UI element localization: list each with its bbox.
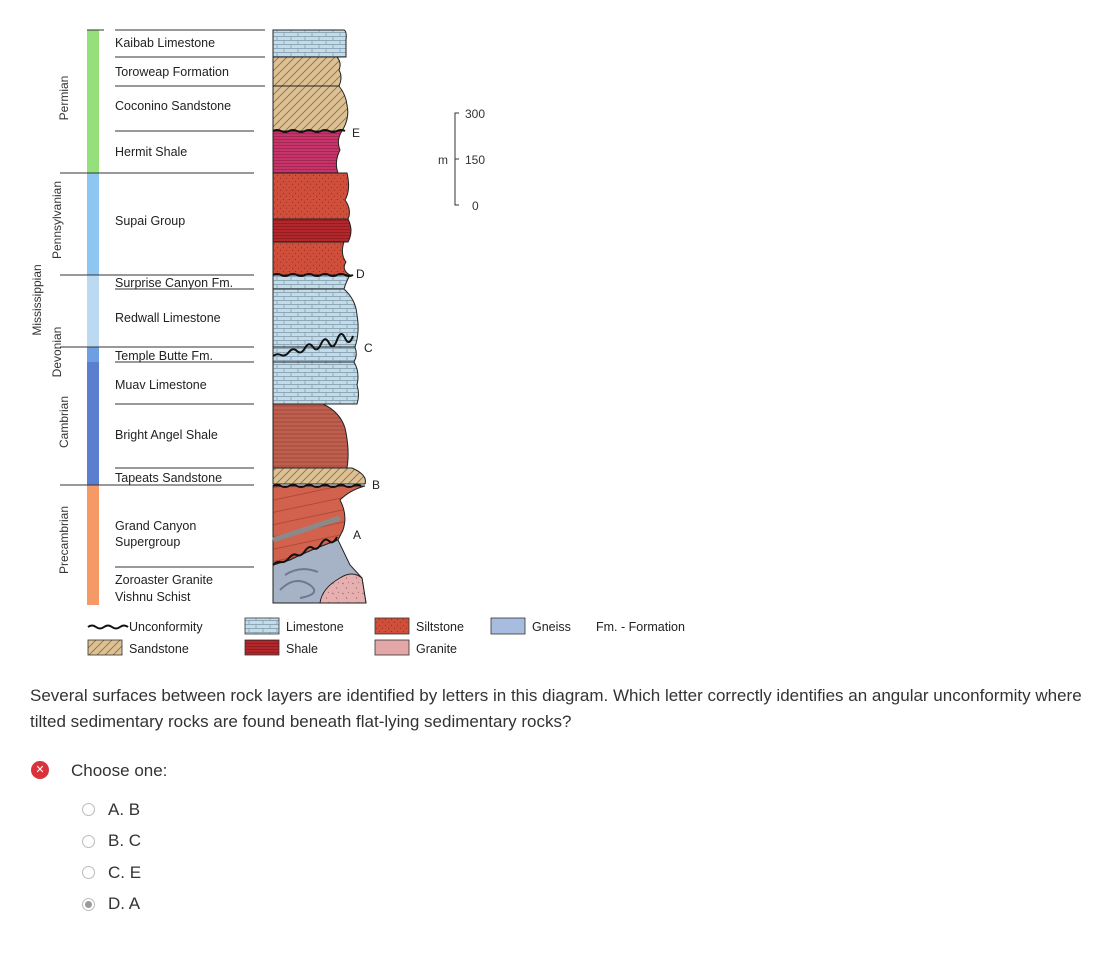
- formation-label-coconino: Coconino Sandstone: [115, 99, 231, 113]
- formation-label-kaibab: Kaibab Limestone: [115, 36, 215, 50]
- legend-siltstone-label: Siltstone: [416, 620, 464, 634]
- period-label-cambrian: Cambrian: [57, 396, 71, 448]
- layer-tapeats-sandstone: [272, 467, 366, 485]
- legend-limestone-swatch: [244, 617, 280, 635]
- layer-hermit-shale: [272, 130, 343, 174]
- radio-button[interactable]: [82, 897, 95, 911]
- layer-muav-limestone: [272, 361, 359, 405]
- radio-button[interactable]: [82, 866, 95, 880]
- legend-shale-swatch: [244, 639, 280, 656]
- scale-label-0: 0: [472, 199, 479, 213]
- layer-surprise-canyon: [272, 274, 351, 290]
- legend-granite-swatch: [374, 639, 410, 656]
- legend-gneiss-label: Gneiss: [532, 620, 571, 634]
- scale-unit: m: [438, 153, 448, 167]
- answer-option-c[interactable]: C. E: [82, 857, 141, 889]
- formation-label-redwall: Redwall Limestone: [115, 311, 221, 325]
- period-label-pennsylvanian: Pennsylvanian: [50, 181, 64, 259]
- period-bar-devonian: [87, 347, 99, 362]
- answer-options: A. B B. C C. E D. A: [82, 794, 141, 920]
- answer-option-label: D. A: [108, 894, 141, 914]
- x-circle-icon: ✕: [31, 761, 49, 779]
- legend-fm-note: Fm. - Formation: [596, 620, 685, 634]
- gneiss-swirl: [279, 568, 319, 599]
- formation-label-bright-angel: Bright Angel Shale: [115, 428, 218, 442]
- column-unconformities: [272, 129, 362, 566]
- formation-label-tapeats: Tapeats Sandstone: [115, 471, 222, 485]
- surface-letter-b: B: [372, 478, 380, 492]
- layer-redwall-limestone: [272, 288, 359, 348]
- legend-sandstone-swatch: [87, 639, 123, 656]
- radio-button[interactable]: [82, 834, 95, 848]
- surface-letter-c: C: [364, 341, 373, 355]
- formation-label-hermit: Hermit Shale: [115, 145, 187, 159]
- formation-label-temple-butte: Temple Butte Fm.: [115, 349, 213, 363]
- period-bar-pennsylvanian: [87, 173, 99, 275]
- period-label-devonian: Devonian: [50, 327, 64, 378]
- legend-shale-label: Shale: [286, 642, 318, 656]
- period-label-precambrian: Precambrian: [57, 506, 71, 574]
- radio-button[interactable]: [82, 803, 95, 817]
- answer-option-a[interactable]: A. B: [82, 794, 141, 826]
- legend: Unconformity Sandstone Limestone Shale S…: [87, 617, 685, 656]
- layer-supai-lower: [272, 241, 352, 276]
- layer-toroweap: [272, 56, 342, 87]
- surface-letter-e: E: [352, 126, 360, 140]
- choose-one-prompt: Choose one:: [71, 761, 168, 780]
- formation-label-supergroup: Supergroup: [115, 535, 180, 549]
- formation-label-grand-canyon: Grand Canyon: [115, 519, 196, 533]
- layer-coconino: [272, 85, 349, 132]
- layer-supai-shale: [272, 218, 352, 243]
- formation-label-surprise-canyon: Surprise Canyon Fm.: [115, 276, 233, 290]
- gcsg-gray-band: [272, 515, 341, 543]
- scale-label-150: 150: [465, 153, 485, 167]
- period-bar-mississippian: [87, 275, 99, 347]
- scale-bar: 300 150 0 m: [438, 107, 485, 213]
- formation-label-zoroaster: Zoroaster Granite: [115, 573, 213, 587]
- period-bar-precambrian: [87, 485, 99, 605]
- legend-unconformity-swatch: [87, 624, 129, 630]
- formation-label-supai: Supai Group: [115, 214, 185, 228]
- period-label-mississippian: Mississippian: [30, 264, 44, 335]
- answer-option-label: C. E: [108, 862, 142, 882]
- layer-supai-upper: [272, 172, 350, 220]
- period-bar-permian: [87, 30, 99, 173]
- legend-unconformity-label: Unconformity: [129, 620, 203, 634]
- answer-option-d[interactable]: D. A: [82, 889, 141, 921]
- formation-label-vishnu: Vishnu Schist: [115, 590, 191, 604]
- rock-column: [272, 29, 367, 604]
- formation-label-muav: Muav Limestone: [115, 378, 207, 392]
- legend-limestone-label: Limestone: [286, 620, 344, 634]
- legend-granite-label: Granite: [416, 642, 457, 656]
- formation-label-toroweap: Toroweap Formation: [115, 65, 229, 79]
- legend-siltstone-swatch: [374, 617, 410, 635]
- answer-option-label: A. B: [108, 799, 141, 819]
- scale-label-300: 300: [465, 107, 485, 121]
- formation-dividers: [60, 29, 265, 568]
- layer-kaibab-limestone: [272, 29, 347, 58]
- surface-letter-d: D: [356, 267, 365, 281]
- legend-sandstone-label: Sandstone: [129, 642, 189, 656]
- period-label-permian: Permian: [57, 76, 71, 121]
- question-text: Several surfaces between rock layers are…: [30, 686, 1082, 731]
- surface-letter-a: A: [353, 528, 361, 542]
- layer-zoroaster-granite: [319, 573, 367, 604]
- layer-bright-angel-shale: [272, 403, 349, 469]
- stratigraphic-column-diagram: Permian Pennsylvanian Mississippian Devo…: [30, 29, 685, 656]
- answer-option-label: B. C: [108, 831, 142, 851]
- legend-gneiss-swatch: [490, 617, 526, 635]
- answer-option-b[interactable]: B. C: [82, 826, 141, 858]
- period-bar-cambrian: [87, 362, 99, 485]
